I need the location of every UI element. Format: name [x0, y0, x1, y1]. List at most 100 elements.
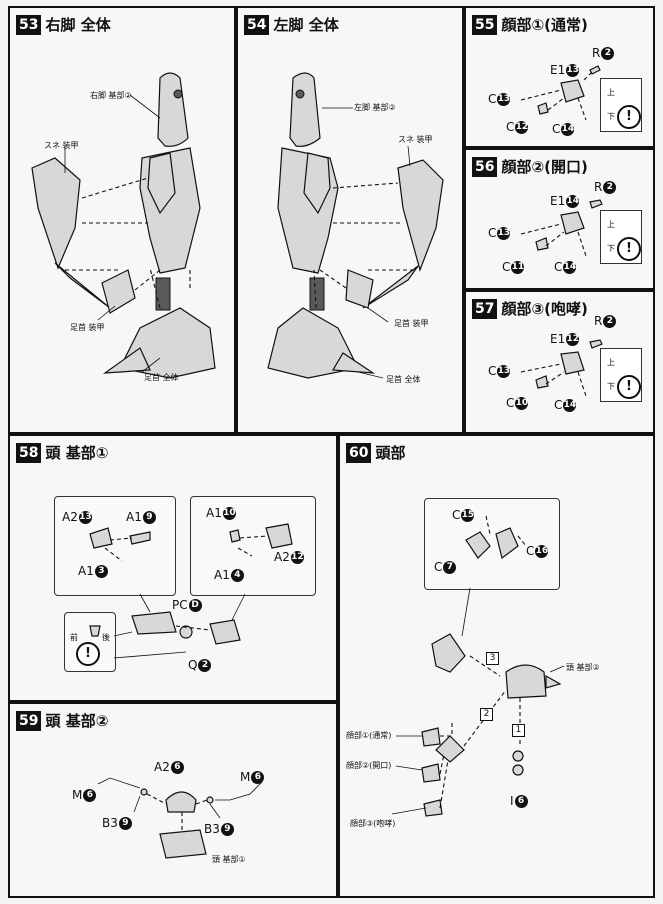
label-face-normal: 顔部①(通常): [346, 731, 392, 740]
part-a1-10: A110: [206, 506, 236, 520]
label-head-base-1: 頭 基部①: [212, 855, 246, 864]
step-header: 53 右脚 全体: [16, 14, 111, 35]
part-c-middle: C11: [502, 260, 525, 274]
label-left-leg-base: 左脚 基部②: [354, 103, 396, 112]
step-header: 55 顔部①(通常): [472, 14, 588, 35]
face-open-diagram: [520, 199, 603, 257]
orientation-box: 上 下 !: [600, 78, 642, 132]
label-shin-armor: スネ 装甲: [398, 135, 433, 144]
step-header: 60 頭部: [346, 442, 406, 463]
label-back: 後: [102, 633, 110, 642]
step-number: 56: [472, 156, 498, 177]
label-ankle-whole: 足首 全体: [386, 375, 421, 384]
part-c-middle: C10: [506, 396, 529, 410]
step-header: 59 頭 基部②: [16, 710, 108, 731]
part-c-16: C16: [526, 544, 549, 558]
face-roar-diagram: [520, 339, 603, 397]
label-front: 前: [70, 633, 78, 642]
caution-icon: !: [617, 105, 641, 129]
step-title: 顔部①(通常): [501, 16, 588, 34]
part-c-right: C14: [554, 398, 577, 412]
step-number: 57: [472, 298, 498, 319]
step-marker-2: 2: [480, 708, 493, 721]
orientation-box: 上 下 !: [600, 210, 642, 264]
step-54-panel: 54 左脚 全体 左脚 基部② スネ 装甲 足首 装甲 足首: [236, 6, 464, 434]
step-title: 顔部③(咆哮): [501, 300, 588, 318]
part-c-left: C13: [488, 364, 511, 378]
part-e1: E114: [550, 194, 580, 208]
step-title: 顔部②(開口): [501, 158, 588, 176]
head-diagram: [391, 515, 565, 817]
step-number: 58: [16, 442, 42, 463]
step-header: 54 左脚 全体: [244, 14, 339, 35]
orientation-box: 上 下 !: [600, 348, 642, 402]
left-leg-diagram: [267, 72, 444, 379]
part-a2: A213: [62, 510, 92, 524]
step-53-panel: 53 右脚 全体: [8, 6, 236, 434]
label-shin-armor: スネ 装甲: [44, 141, 79, 150]
step-title: 頭部: [375, 444, 406, 462]
label-ankle-armor: 足首 装甲: [70, 323, 105, 332]
step-header: 56 顔部②(開口): [472, 156, 588, 177]
step-marker-3: 3: [486, 652, 499, 665]
step-marker-1: 1: [512, 724, 525, 737]
head-base-2-diagram: [97, 777, 263, 859]
label-ankle-whole: 足首 全体: [144, 373, 179, 382]
label-face-open: 顔部②(開口): [346, 761, 392, 770]
part-c-left: C13: [488, 92, 511, 106]
step-number: 54: [244, 14, 270, 35]
part-a2-12: A212: [274, 550, 304, 564]
label-ankle-armor: 足首 装甲: [394, 319, 429, 328]
step-title: 頭 基部①: [45, 444, 109, 462]
step-number: 55: [472, 14, 498, 35]
caution-icon: !: [617, 237, 641, 261]
step-number: 59: [16, 710, 42, 731]
label-head-base-2: 頭 基部②: [566, 663, 600, 672]
horn-sub-assembly: [424, 498, 560, 590]
label-right-leg-base: 右脚 基部②: [90, 91, 132, 100]
head-base-1-diagram: [89, 523, 293, 659]
part-e1: E113: [550, 63, 580, 77]
sub-assembly-left: [54, 496, 176, 596]
step-number: 53: [16, 14, 42, 35]
step-header: 58 頭 基部①: [16, 442, 108, 463]
right-leg-diagram: [31, 72, 216, 379]
part-c-right: C14: [552, 122, 575, 136]
step-title: 左脚 全体: [273, 16, 339, 34]
caution-icon: !: [76, 642, 100, 666]
part-c-middle: C12: [506, 120, 529, 134]
caution-icon: !: [617, 375, 641, 399]
label-face-roar: 顔部③(咆哮): [350, 819, 396, 828]
step-60-panel: 60 頭部: [338, 434, 655, 898]
face-normal-diagram: [520, 65, 601, 121]
step-number: 60: [346, 442, 372, 463]
part-c-right: C14: [554, 260, 577, 274]
step-title: 右脚 全体: [45, 16, 111, 34]
sub-assembly-right: [190, 496, 316, 596]
step-title: 頭 基部②: [45, 712, 109, 730]
part-c-left: C13: [488, 226, 511, 240]
part-c-15: C15: [452, 508, 475, 522]
part-e1: E112: [550, 332, 580, 346]
